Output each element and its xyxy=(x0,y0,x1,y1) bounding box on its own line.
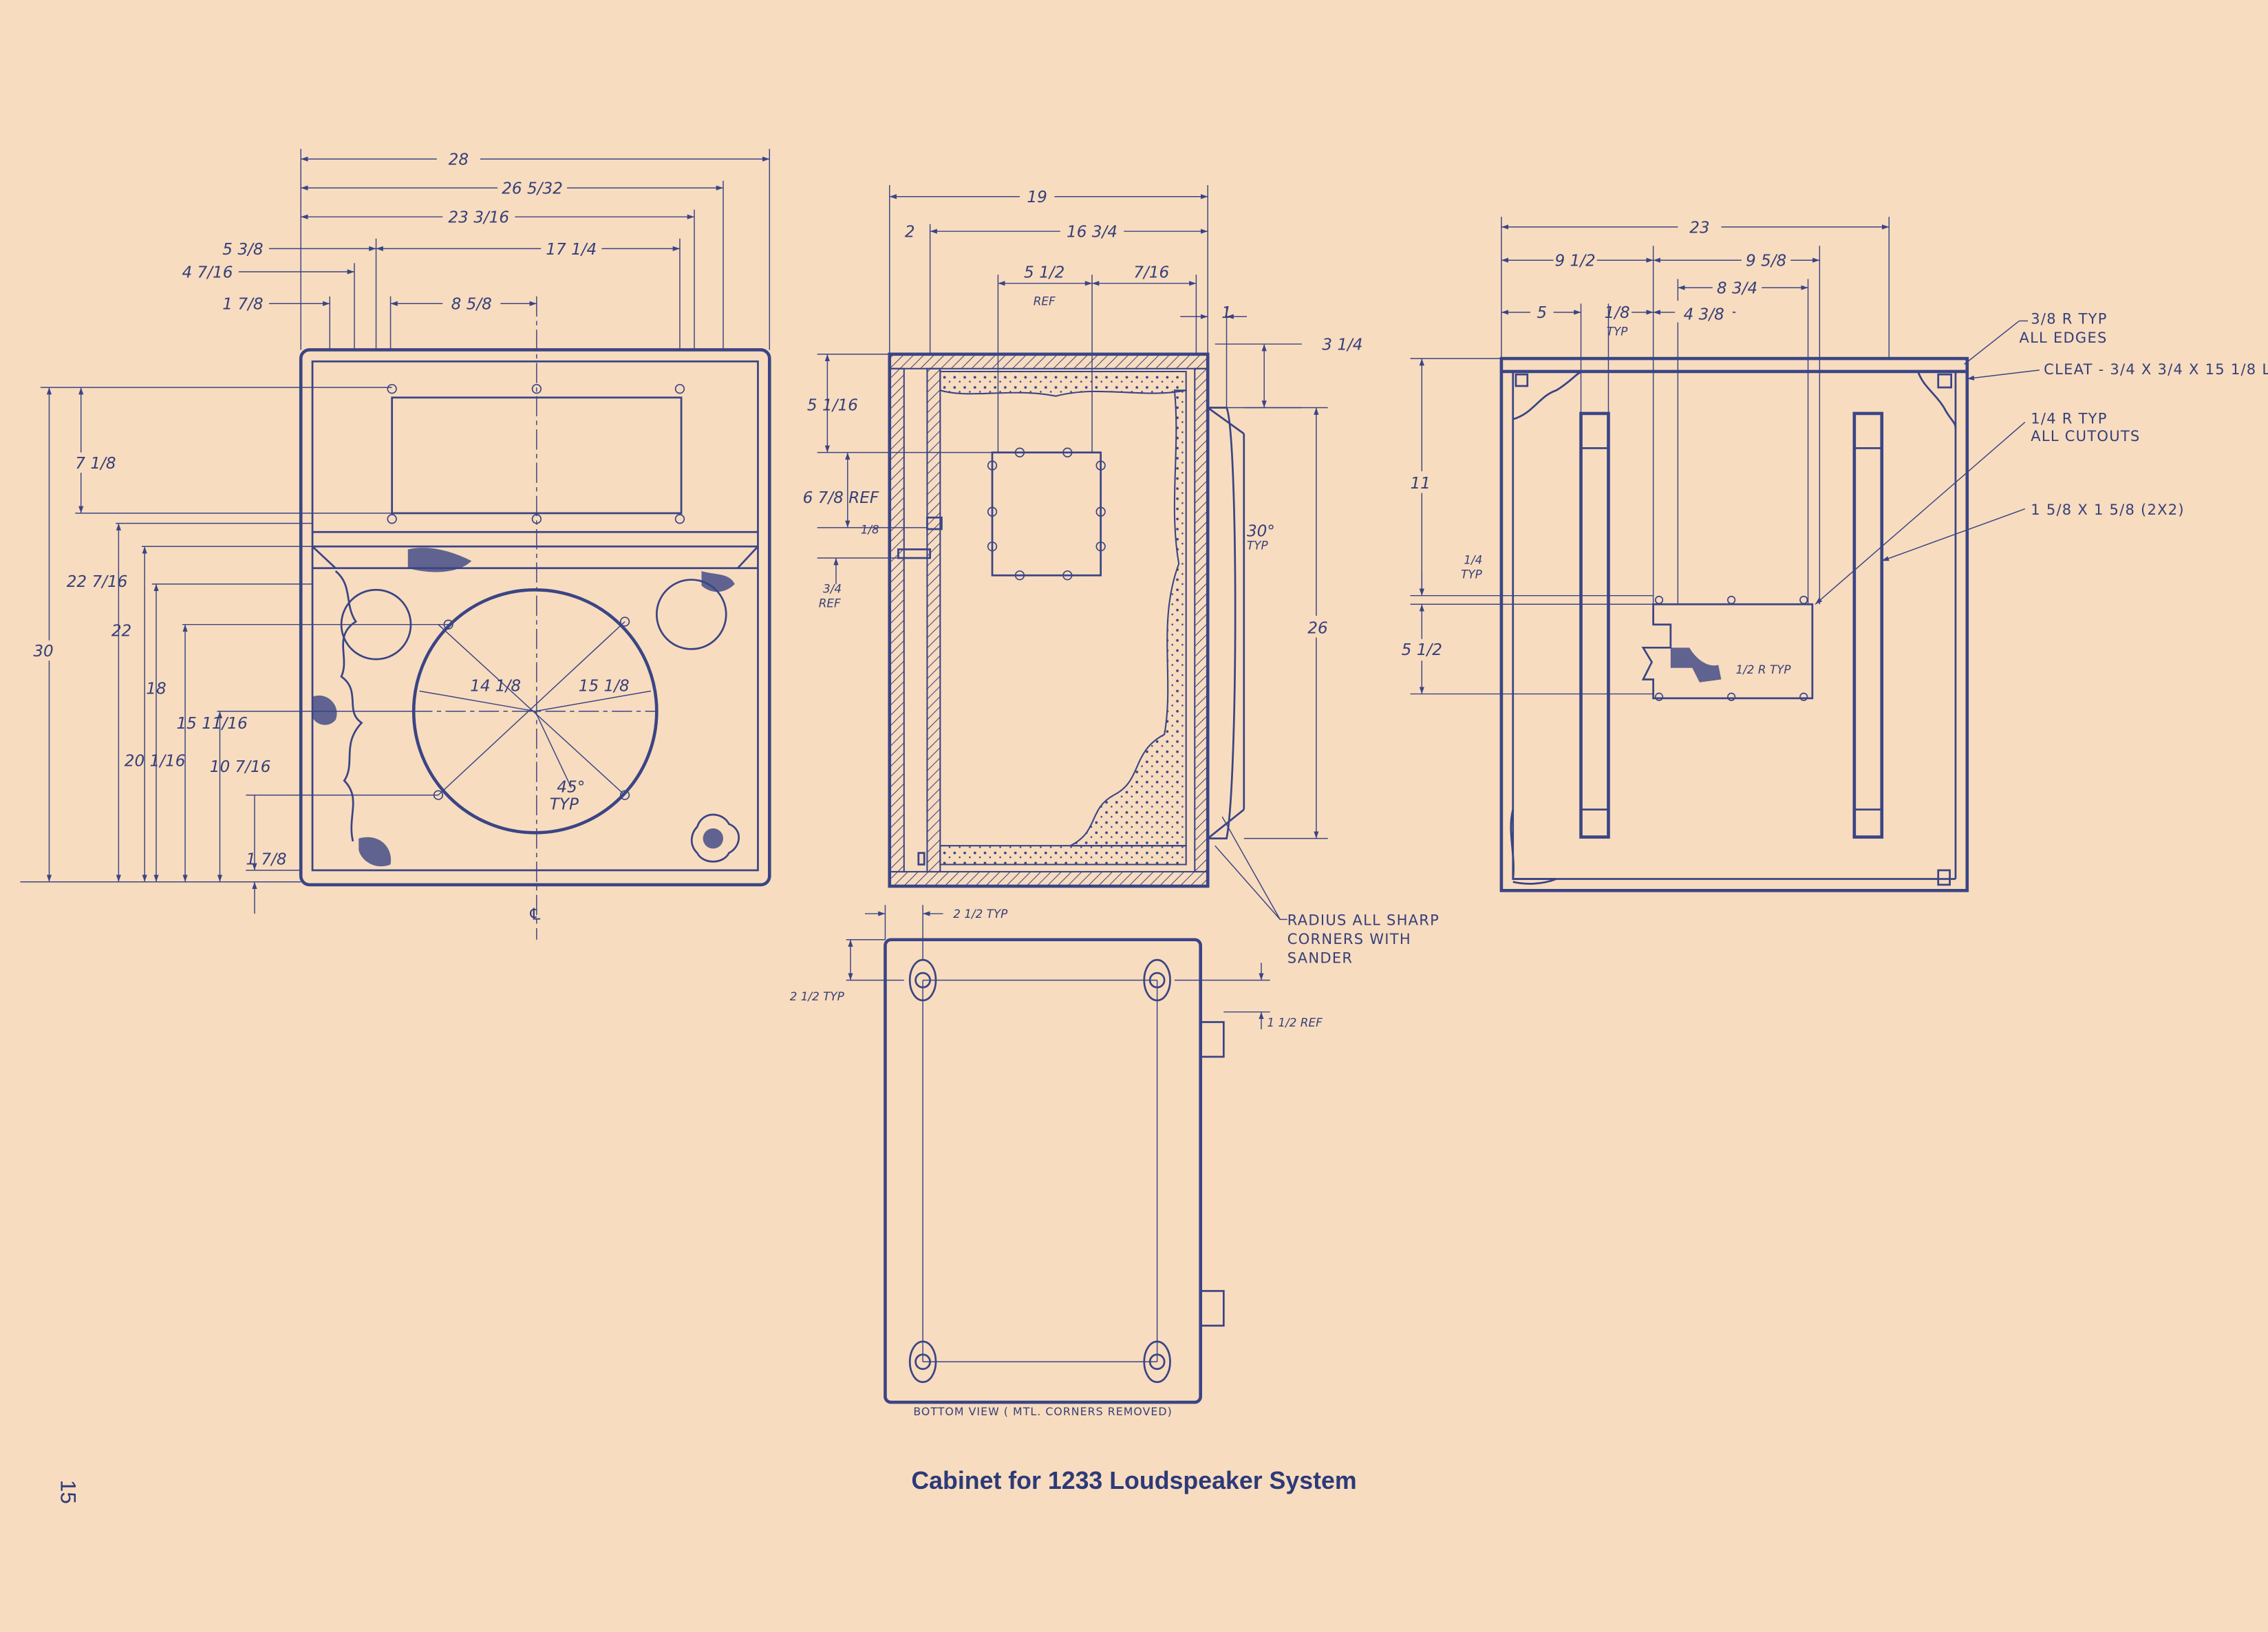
dim-height-10-7-16: 10 7/16 xyxy=(210,758,271,776)
bottom-panel-outline xyxy=(884,938,1203,1404)
dim-depth-2: 2 xyxy=(905,224,915,241)
dim-rear-1-8: 1/8 xyxy=(1604,304,1629,322)
front-outer-frame xyxy=(299,348,771,887)
rear-outer-frame xyxy=(1499,356,1969,892)
dim-height-7-1-8: 7 1/8 xyxy=(75,455,116,473)
dim-offset-3-1-4: 3 1/4 xyxy=(1322,336,1362,354)
note-cutouts-line-1: 1/4 R TYP xyxy=(2031,410,2107,427)
dim-diameter-14-1-8: 14 1/8 xyxy=(470,677,521,695)
rear-cutaway-top-right xyxy=(1917,371,1957,429)
front-inner-frame xyxy=(311,360,759,872)
dim-height-15-11-16: 15 11/16 xyxy=(176,715,247,733)
front-view: ℄ 28 26 5/32 23 3/16 5 3/8 17 1/4 4 7/16… xyxy=(20,147,771,940)
dim-depth-16-3-4: 16 3/4 xyxy=(1067,224,1117,241)
figure-caption: Cabinet for 1233 Loudspeaker System xyxy=(911,1467,1356,1494)
rear-view: 23 9 1/2 9 5/8 8 3/4 5 1/8 TYP 4 3/8 11 … xyxy=(1402,215,2268,892)
dim-width-17-1-4: 17 1/4 xyxy=(546,241,597,259)
dim-bottom-right-ref: 1 1/2 REF xyxy=(1267,1016,1323,1029)
side-view: 19 2 16 3/4 5 1/2 REF 7/16 1 3 1/4 5 1/1… xyxy=(803,184,1440,966)
dim-width-26-5-32: 26 5/32 xyxy=(502,180,563,198)
dim-height-18: 18 xyxy=(146,680,166,698)
note-battens: 1 5/8 X 1 5/8 (2X2) xyxy=(2031,501,2185,518)
dim-rear-8-3-4: 8 3/4 xyxy=(1717,280,1757,298)
left-batten xyxy=(1579,411,1610,839)
dim-depth-5-1-2: 5 1/2 xyxy=(1024,264,1065,281)
top-panel-section xyxy=(888,353,1209,369)
bottom-foot-lower xyxy=(1199,1289,1225,1327)
bottom-view: 2 1/2 TYP 2 1/2 TYP 1 1/2 REF BOTTOM VIE… xyxy=(790,905,1323,1418)
bottom-fastener-bottom-right xyxy=(1143,1340,1171,1384)
side-lining-cutaway xyxy=(1070,389,1187,847)
bottom-foot-upper xyxy=(1199,1021,1225,1058)
rear-panel-section xyxy=(888,367,905,873)
dim-rear-1-8-typ: TYP xyxy=(1607,324,1629,338)
dim-height-30: 30 xyxy=(33,643,53,661)
dim-depth-1: 1 xyxy=(1221,304,1232,322)
dim-depth-7-16: 7/16 xyxy=(1133,264,1169,281)
front-panel-section xyxy=(1194,367,1209,873)
radius-note-line-3: SANDER xyxy=(1287,949,1353,966)
dim-side-1-8: 1/8 xyxy=(861,522,879,536)
dim-side-5-1-16: 5 1/16 xyxy=(807,397,858,415)
bottom-fastener-top-right xyxy=(1143,958,1171,1002)
dim-angle-30: 30° xyxy=(1247,523,1275,541)
right-batten xyxy=(1852,411,1884,839)
terminal-cup-cutout xyxy=(991,451,1102,577)
dim-rear-5: 5 xyxy=(1537,304,1547,322)
radius-note-line-2: CORNERS WITH xyxy=(1287,930,1411,947)
right-port-hole xyxy=(655,579,727,650)
dim-rear-9-1-2: 9 1/2 xyxy=(1554,253,1595,270)
bottom-fastener-bottom-left xyxy=(908,1340,937,1384)
bottom-lining-section xyxy=(939,845,1187,866)
dim-rear-5-1-2: 5 1/2 xyxy=(1402,641,1442,659)
note-edges-line-1: 3/8 R TYP xyxy=(2031,310,2107,328)
dim-height-22: 22 xyxy=(111,623,131,641)
dim-rear-1-2-r-typ: 1/2 R TYP xyxy=(1735,663,1791,676)
front-cutaway-edge xyxy=(334,570,363,842)
page-number: 15 xyxy=(56,1480,81,1504)
note-cutouts-line-2: ALL CUTOUTS xyxy=(2031,427,2140,444)
dim-rear-23: 23 xyxy=(1689,219,1709,237)
bottom-view-label: BOTTOM VIEW ( MTL. CORNERS REMOVED) xyxy=(913,1405,1172,1418)
dim-width-1-7-8: 1 7/8 xyxy=(222,296,263,314)
bottom-panel-section xyxy=(888,870,1209,888)
dim-side-26: 26 xyxy=(1307,619,1327,637)
dim-height-22-7-16: 22 7/16 xyxy=(67,573,128,591)
dim-width-8-5-8: 8 5/8 xyxy=(451,296,492,314)
dim-rear-11: 11 xyxy=(1410,475,1430,493)
top-lining-section xyxy=(939,370,1187,397)
dim-side-3-4: 3/4 xyxy=(823,581,842,595)
rear-cutaway-top-left xyxy=(1512,370,1583,420)
dim-rear-1-4-typ: TYP xyxy=(1461,567,1483,581)
note-cleat: CLEAT - 3/4 X 3/4 X 15 1/8 LG xyxy=(2044,361,2268,378)
dim-diameter-15-1-8: 15 1/8 xyxy=(579,677,630,695)
note-edges-line-2: ALL EDGES xyxy=(2019,329,2107,346)
dim-height-1-7-8: 1 7/8 xyxy=(246,850,286,868)
corner-brace xyxy=(690,813,740,863)
front-centerline-label: ℄ xyxy=(528,905,542,923)
dim-angle-30-typ: TYP xyxy=(1247,538,1269,552)
dim-height-20-1-16: 20 1/16 xyxy=(125,753,186,771)
dim-rear-1-4: 1/4 xyxy=(1464,552,1482,566)
dim-width-5-3-8: 5 3/8 xyxy=(222,241,263,259)
dim-depth-5-1-2-ref: REF xyxy=(1034,294,1056,308)
dim-width-28: 28 xyxy=(449,151,469,169)
dim-angle-45-typ: TYP xyxy=(550,796,579,814)
dim-width-4-7-16: 4 7/16 xyxy=(182,264,233,281)
dim-rear-9-5-8: 9 5/8 xyxy=(1746,253,1786,270)
dim-bottom-top-typ: 2 1/2 TYP xyxy=(953,907,1008,921)
dim-bottom-left-typ: 2 1/2 TYP xyxy=(790,989,845,1003)
dim-angle-45: 45° xyxy=(557,778,585,796)
radius-note-line-1: RADIUS ALL SHARP xyxy=(1287,912,1440,929)
dim-side-3-4-ref: REF xyxy=(819,596,841,610)
dim-width-23-3-16: 23 3/16 xyxy=(448,209,509,227)
terminal-cutout xyxy=(1641,603,1814,700)
dim-rear-4-3-8: 4 3/8 xyxy=(1684,305,1724,323)
dim-depth-19: 19 xyxy=(1027,189,1047,206)
dim-side-6-7-8-ref: 6 7/8 REF xyxy=(803,489,879,507)
back-brace-section xyxy=(926,367,941,873)
